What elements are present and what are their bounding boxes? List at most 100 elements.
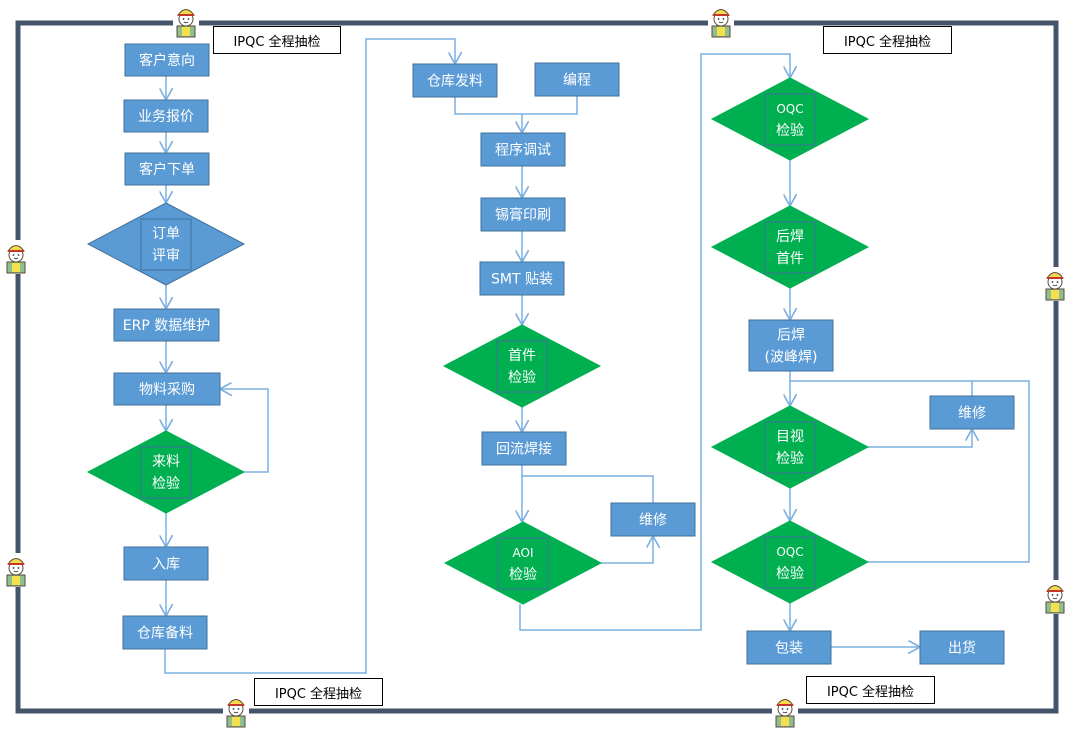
process-box [481, 431, 567, 466]
process-box [479, 261, 565, 296]
node-label: 仓库备料 [137, 625, 193, 642]
node-label: AOI [513, 546, 534, 560]
process-box [124, 152, 210, 186]
node-label: 检验 [509, 567, 537, 583]
process-node-r7[interactable]: 包装 [746, 630, 832, 665]
process-box [480, 197, 566, 232]
connector-arrow [519, 53, 790, 631]
node-label: 来料 [152, 454, 180, 470]
process-node-m7[interactable]: 回流焊接 [481, 431, 567, 466]
node-label: 检验 [776, 123, 804, 139]
node-label: 检验 [776, 451, 804, 467]
node-label: (波峰焊) [765, 350, 818, 366]
node-label: 订单 [152, 226, 180, 242]
process-box [124, 43, 210, 77]
decision-text-frame [140, 446, 192, 499]
decision-diamond [442, 324, 602, 408]
process-node-m3[interactable]: 程序调试 [480, 132, 566, 167]
node-label: 维修 [639, 513, 667, 529]
inspector-worker-icon [223, 694, 249, 728]
connector-arrow [454, 96, 578, 115]
process-node-m1[interactable]: 仓库发料 [412, 63, 498, 98]
connector-arrow [868, 380, 1030, 563]
node-label: 后焊 [777, 328, 805, 344]
node-label: 检验 [508, 370, 536, 386]
process-box [123, 99, 209, 133]
inspector-worker-icon [708, 4, 734, 38]
node-label: 检验 [776, 566, 804, 582]
decision-diamond [710, 520, 870, 604]
decision-text-frame [764, 536, 816, 589]
node-label: 入库 [152, 557, 180, 573]
decision-diamond [86, 430, 246, 514]
inspector-worker-icon [772, 694, 798, 728]
process-node-n1[interactable]: 客户意向 [124, 43, 210, 77]
process-box [610, 502, 696, 537]
node-label: 首件 [508, 348, 536, 364]
decision-text-frame [764, 93, 816, 146]
process-node-n8[interactable]: 入库 [123, 546, 209, 581]
node-label: 首件 [776, 251, 804, 267]
decision-node-r1[interactable]: OQC 检验 [710, 77, 870, 161]
process-node-n9[interactable]: 仓库备料 [122, 615, 208, 650]
process-node-r8[interactable]: 出货 [919, 630, 1005, 665]
node-label: ERP 数据维护 [123, 318, 210, 334]
decision-diamond [710, 405, 870, 489]
node-label: 锡膏印刷 [495, 207, 551, 224]
decision-diamond [710, 205, 870, 289]
decision-text-frame [496, 340, 548, 393]
process-box [480, 132, 566, 167]
process-node-m5[interactable]: SMT 贴装 [479, 261, 565, 296]
node-label: SMT 贴装 [491, 272, 553, 288]
process-box [412, 63, 498, 98]
decision-diamond [443, 521, 603, 605]
node-label: 包装 [775, 641, 803, 657]
ipqc-label-bottom-right: IPQC 全程抽检 [806, 676, 935, 704]
process-box [534, 62, 620, 97]
connector-arrow [164, 38, 455, 674]
inspector-worker-icon [1042, 580, 1068, 614]
process-node-n5[interactable]: ERP 数据维护 [113, 308, 220, 342]
process-box [113, 372, 221, 406]
process-node-n3[interactable]: 客户下单 [124, 152, 210, 186]
process-node-n6[interactable]: 物料采购 [113, 372, 221, 406]
node-label: 仓库发料 [427, 74, 483, 90]
process-node-m9[interactable]: 维修 [610, 502, 696, 537]
process-node-r3[interactable]: 后焊 (波峰焊) [748, 319, 834, 372]
connector-arrow [868, 429, 972, 448]
connector-arrow [790, 380, 973, 396]
node-label: 目视 [776, 429, 804, 445]
node-label: 编程 [563, 73, 591, 89]
process-node-m2[interactable]: 编程 [534, 62, 620, 97]
ipqc-label-bottom-left: IPQC 全程抽检 [254, 678, 383, 706]
process-box [122, 615, 208, 650]
connector-arrow [220, 389, 269, 473]
decision-node-m8[interactable]: AOI 检验 [443, 521, 603, 605]
connector-arrow [601, 536, 653, 564]
node-label: 后焊 [776, 229, 804, 245]
process-node-r5[interactable]: 维修 [929, 395, 1015, 430]
node-label: 出货 [948, 640, 976, 657]
decision-text-frame [497, 537, 549, 590]
ipqc-label-top-left: IPQC 全程抽检 [213, 26, 341, 54]
node-label: 客户下单 [139, 161, 195, 178]
process-box [919, 630, 1005, 665]
process-node-n2[interactable]: 业务报价 [123, 99, 209, 133]
node-label: 维修 [958, 406, 986, 422]
ipqc-label-top-right: IPQC 全程抽检 [823, 26, 952, 54]
node-label: OQC [776, 102, 803, 116]
process-box [123, 546, 209, 581]
decision-text-frame [764, 221, 816, 274]
inspector-worker-icon [3, 240, 29, 274]
node-label: 检验 [152, 476, 180, 492]
process-box [746, 630, 832, 665]
process-node-m4[interactable]: 锡膏印刷 [480, 197, 566, 232]
